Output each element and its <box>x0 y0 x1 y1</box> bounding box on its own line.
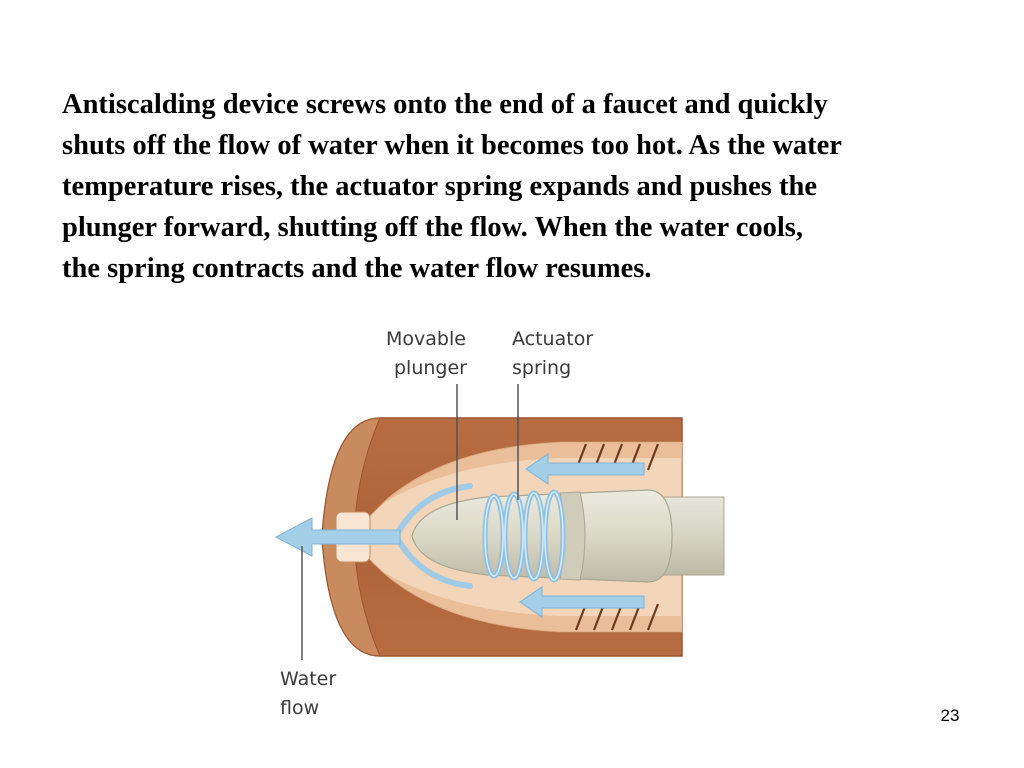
cavity-shadow-upper <box>380 442 682 505</box>
water-label-line2: flow <box>280 697 319 719</box>
water-stream <box>393 483 473 589</box>
paragraph-line: Antiscalding device screws onto the end … <box>62 89 828 120</box>
paragraph-line: plunger forward, shutting off the flow. … <box>62 212 803 243</box>
actuator-spring-highlight <box>484 491 564 581</box>
paragraph-line: shuts off the flow of water when it beco… <box>62 130 842 161</box>
water-label-line1: Water <box>280 668 336 690</box>
paragraph-line: the spring contracts and the water flow … <box>62 253 652 284</box>
plunger-label-line1: Movable <box>386 328 466 350</box>
spring-label-line1: Actuator <box>512 328 593 350</box>
flow-arrow-upper <box>525 453 645 485</box>
flow-arrow-out <box>274 517 401 557</box>
cavity-shadow-lower <box>380 570 682 632</box>
description-paragraph: Antiscalding device screws onto the end … <box>62 84 1007 289</box>
flow-arrow-lower <box>519 586 645 618</box>
spring-label-line2: spring <box>512 357 571 379</box>
water-flow-arrows-in <box>519 453 645 618</box>
page-number: 23 <box>940 706 960 725</box>
plunger-label-line2: plunger <box>394 357 467 379</box>
paragraph-line: temperature rises, the actuator spring e… <box>62 171 818 202</box>
